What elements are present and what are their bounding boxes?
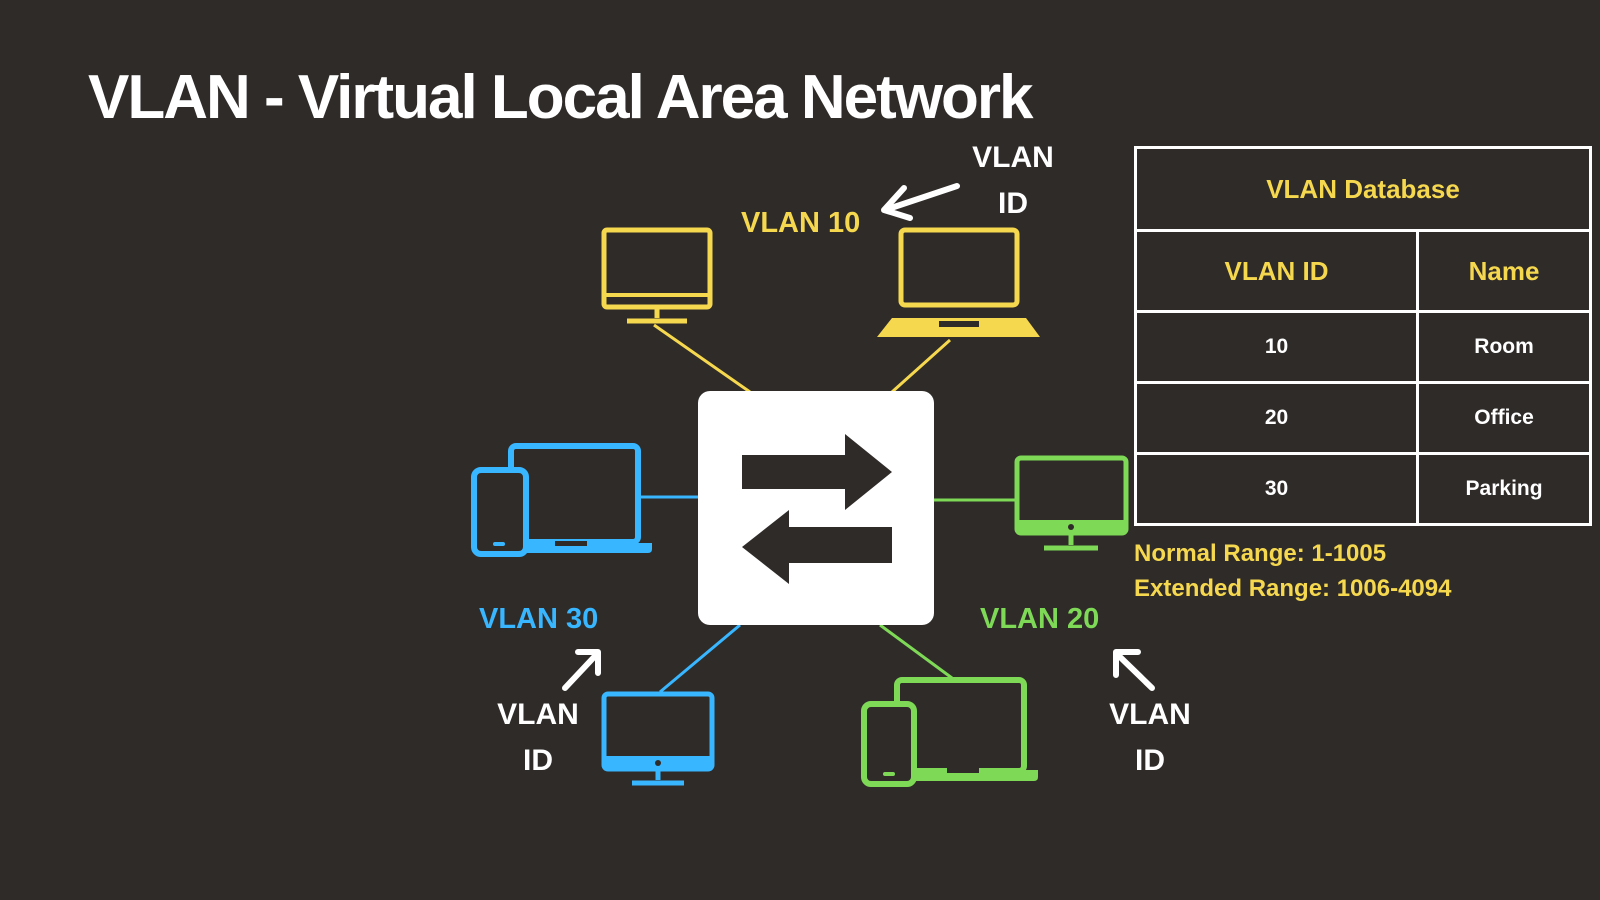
column-header-name: Name	[1416, 229, 1592, 313]
phone-and-laptop-icon	[861, 677, 1038, 787]
link-vlan10-laptop	[890, 338, 952, 394]
switch-arrows-icon	[698, 391, 934, 625]
vlan-id-line1: VLAN	[972, 141, 1054, 174]
phone-and-laptop-icon	[471, 443, 652, 557]
vlan-id-line1: VLAN	[1109, 698, 1191, 731]
vlan10-label: VLAN 10	[741, 207, 861, 239]
vlan-id-callout: VLAN ID	[1095, 692, 1205, 784]
arrow-icon	[562, 649, 601, 691]
desktop-monitor-icon	[601, 227, 713, 324]
column-header-vlan-id: VLAN ID	[1133, 229, 1420, 313]
vlan-id-cell: 20	[1133, 381, 1420, 455]
vlan-database-title: VLAN Database	[1134, 146, 1592, 232]
extended-range-text: Extended Range: 1006-4094	[1134, 575, 1452, 602]
table-row: 20 Office	[1133, 381, 1592, 455]
laptop-icon	[877, 227, 1040, 337]
vlan-id-line1: VLAN	[497, 698, 579, 731]
link-vlan30-monitor	[659, 623, 741, 694]
vlan-name-cell: Room	[1416, 310, 1592, 384]
vlan-id-callout: VLAN ID	[483, 692, 593, 784]
normal-range-text: Normal Range: 1-1005	[1134, 540, 1387, 567]
vlan-id-cell: 30	[1133, 452, 1420, 526]
vlan-id-line2: ID	[1135, 744, 1165, 777]
vlan-name-cell: Office	[1416, 381, 1592, 455]
vlan-id-line2: ID	[523, 744, 553, 777]
link-vlan20-laptop	[879, 623, 953, 680]
desktop-monitor-icon	[601, 691, 715, 786]
vlan-name-cell: Parking	[1416, 452, 1592, 526]
arrow-icon	[1113, 649, 1155, 691]
vlan20-label: VLAN 20	[980, 603, 1100, 635]
page-title: VLAN - Virtual Local Area Network	[88, 63, 1033, 132]
vlan-id-line2: ID	[998, 187, 1028, 220]
vlan30-label: VLAN 30	[479, 603, 599, 635]
vlan-id-callout: VLAN ID	[958, 135, 1068, 227]
link-vlan10-monitor	[653, 323, 751, 394]
arrow-icon	[881, 183, 960, 221]
table-row: 30 Parking	[1133, 452, 1592, 526]
vlan-id-cell: 10	[1133, 310, 1420, 384]
vlan-database-table: VLAN Database VLAN ID Name 10 Room 20 Of…	[1133, 146, 1592, 526]
table-row: 10 Room	[1133, 310, 1592, 384]
desktop-monitor-icon	[1014, 455, 1129, 551]
